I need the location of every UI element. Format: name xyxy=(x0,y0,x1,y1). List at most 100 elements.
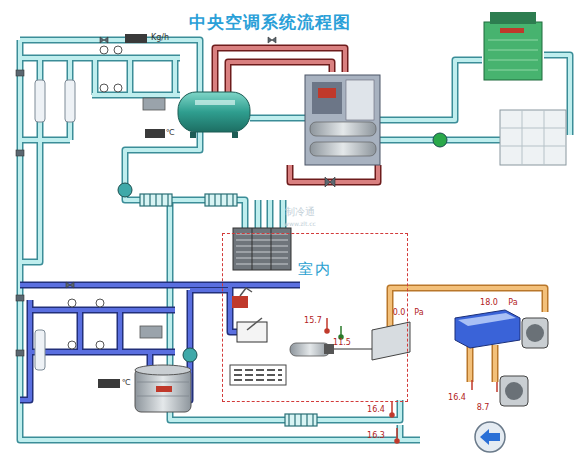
indoor-equipment xyxy=(230,288,410,385)
diagram-title: 中央空调系统流程图 xyxy=(189,11,351,34)
pressure-gauge xyxy=(114,46,122,54)
teal-pipe xyxy=(20,40,570,440)
valve xyxy=(100,37,108,43)
back-button xyxy=(475,422,505,452)
pump xyxy=(433,133,447,147)
display-box xyxy=(125,34,147,43)
indoor-equipment xyxy=(334,349,372,350)
pressure-gauge xyxy=(68,299,76,307)
expansion-tank xyxy=(178,92,250,138)
indoor-equipment xyxy=(230,365,286,385)
valve xyxy=(325,177,335,187)
storage-tank xyxy=(135,365,191,412)
cooling-tower xyxy=(484,12,542,80)
air-handling-unit xyxy=(522,318,548,348)
indoor-equipment xyxy=(234,370,282,380)
air-handling-unit xyxy=(505,382,523,400)
valve xyxy=(16,295,24,301)
indoor-equipment xyxy=(247,318,262,330)
fan-coil-bank xyxy=(252,228,271,270)
pressure-gauge xyxy=(100,84,108,92)
unit-label: ℃ xyxy=(166,129,175,137)
chiller-unit xyxy=(310,142,376,156)
teal-pipe xyxy=(20,40,570,440)
storage-tank xyxy=(135,365,191,375)
thermometer xyxy=(395,439,399,443)
heat-exchanger-coil xyxy=(209,194,233,206)
valve xyxy=(268,37,276,43)
water-tank xyxy=(500,110,566,165)
filter xyxy=(35,80,45,122)
water-tank xyxy=(500,110,566,165)
heat-exchanger-coil xyxy=(144,194,168,206)
fan-coil-bank xyxy=(236,234,288,264)
valve xyxy=(16,70,24,76)
pressure-gauge xyxy=(114,84,122,92)
air-handling-unit xyxy=(458,313,516,326)
filter xyxy=(35,330,45,370)
pump xyxy=(118,183,132,197)
filter xyxy=(65,80,75,122)
chiller-unit xyxy=(346,80,374,120)
reading-value: 8.7 xyxy=(477,404,490,412)
pump xyxy=(183,348,197,362)
pressure-gauge xyxy=(96,299,104,307)
control-box xyxy=(140,98,165,338)
indoor-equipment xyxy=(324,344,334,354)
thermometer xyxy=(325,329,329,333)
expansion-tank xyxy=(178,92,250,132)
watermark: www.zlt.cc xyxy=(284,221,316,227)
back-button xyxy=(480,429,500,445)
reading-value: 16.4 xyxy=(367,406,385,414)
expansion-tank xyxy=(232,132,238,138)
chiller-unit xyxy=(305,75,380,165)
heat-exchanger-coil xyxy=(289,414,313,426)
reading-value: 16.4 xyxy=(448,394,466,402)
thermometer xyxy=(396,428,398,440)
reading-value: 16.3 xyxy=(367,432,385,440)
reading-value: 18.0 xyxy=(480,299,498,307)
display-box xyxy=(98,34,165,388)
heat-exchanger-coil xyxy=(140,194,317,426)
pressure-gauge xyxy=(96,341,104,349)
teal-pipe xyxy=(20,40,570,440)
cooling-tower xyxy=(500,28,524,33)
chiller-unit xyxy=(318,88,336,98)
thermometer xyxy=(390,413,394,417)
cooling-tower xyxy=(490,12,536,24)
watermark: 制冷通 xyxy=(285,207,315,217)
pressure-gauge xyxy=(100,46,108,54)
valve xyxy=(66,282,74,288)
indoor-equipment xyxy=(240,288,252,296)
unit-label: Pa xyxy=(508,299,517,307)
water-tank xyxy=(500,110,566,165)
air-handling-unit xyxy=(455,310,548,406)
display-box xyxy=(145,129,165,138)
chiller-unit xyxy=(310,122,376,136)
valve xyxy=(16,37,335,356)
air-handling-unit xyxy=(455,310,520,348)
expansion-tank xyxy=(190,132,196,138)
fan-coil-bank xyxy=(233,228,291,270)
back-button xyxy=(475,422,505,452)
unit-label: Pa xyxy=(414,309,423,317)
reading-value: 0.0 xyxy=(393,309,406,317)
indoor-equipment xyxy=(372,322,410,360)
thermometer xyxy=(326,318,328,330)
valve xyxy=(16,150,24,156)
pressure-gauge xyxy=(68,46,122,349)
heat-exchanger-coil xyxy=(285,414,317,426)
reading-value: 15.7 xyxy=(304,317,322,325)
pressure-gauge xyxy=(68,341,76,349)
pump xyxy=(118,133,447,362)
fan-coil-bank xyxy=(233,228,291,270)
chiller-unit xyxy=(312,82,342,114)
filter xyxy=(35,80,75,370)
cooling-tower xyxy=(488,40,538,70)
air-handling-unit xyxy=(500,376,528,406)
storage-tank xyxy=(137,382,189,396)
expansion-tank xyxy=(195,100,235,105)
